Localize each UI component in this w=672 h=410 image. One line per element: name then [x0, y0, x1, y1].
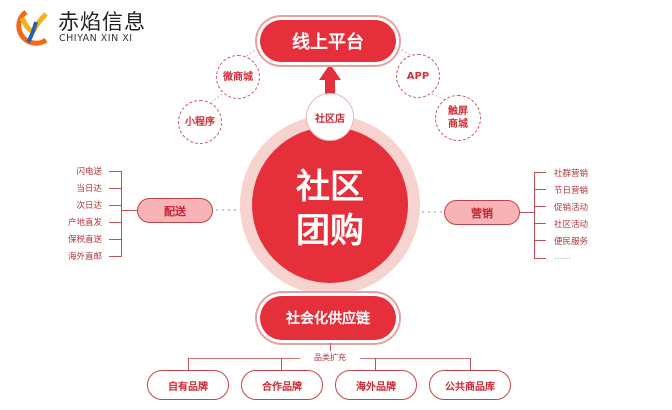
marketing-pill[interactable]: 营销 — [444, 200, 520, 225]
delivery-item: 当日达 — [76, 184, 102, 194]
channel-wechat-mall[interactable]: 微商城 — [216, 55, 260, 99]
delivery-item: 保税直送 — [67, 235, 102, 245]
delivery-item: 海外直邮 — [67, 252, 102, 262]
supply-chain-pill[interactable]: 社会化供应链 — [260, 296, 396, 340]
marketing-item: 便民服务 — [554, 237, 589, 247]
brand-overseas[interactable]: 海外品牌 — [335, 370, 417, 400]
marketing-item: 节日营销 — [554, 186, 589, 196]
logo-name-en: CHIYAN XIN XI — [59, 33, 133, 44]
marketing-bracket-link — [520, 212, 534, 213]
supply-stem — [330, 343, 331, 351]
center-title-line2: 团购 — [296, 211, 364, 251]
marketing-bracket — [534, 172, 535, 259]
category-expand-label: 品类扩充 — [300, 352, 360, 363]
marketing-item: 社群营销 — [554, 169, 589, 179]
marketing-item: 社区活动 — [554, 220, 589, 230]
delivery-bracket-link — [121, 210, 137, 211]
brand-partner[interactable]: 合作品牌 — [241, 370, 323, 400]
brand-own[interactable]: 自有品牌 — [147, 370, 229, 400]
channel-app[interactable]: APP — [396, 54, 440, 98]
community-store-circle[interactable]: 社区店 — [306, 93, 354, 141]
delivery-item: 产地直发 — [67, 218, 102, 228]
channel-mini-program[interactable]: 小程序 — [178, 100, 222, 144]
arrow-up-top — [319, 64, 341, 100]
marketing-item: 促销活动 — [554, 203, 589, 213]
logo-icon — [16, 9, 48, 46]
online-platform-pill[interactable]: 线上平台 — [260, 20, 396, 62]
delivery-item: 闪电送 — [76, 167, 102, 177]
brand-public-library[interactable]: 公共商品库 — [429, 370, 511, 400]
delivery-bracket — [121, 171, 122, 257]
channel-touch-mall[interactable]: 触屏商城 — [435, 95, 481, 141]
logo: 赤焰信息 CHIYAN XIN XI — [6, 6, 196, 48]
delivery-pill[interactable]: 配送 — [137, 198, 213, 223]
marketing-item: …… — [554, 252, 571, 262]
delivery-item: 次日达 — [76, 201, 102, 211]
center-title-line1: 社区 — [296, 167, 364, 207]
center-circle[interactable]: 社区 团购 — [252, 127, 408, 283]
logo-name-cn: 赤焰信息 — [58, 10, 146, 34]
